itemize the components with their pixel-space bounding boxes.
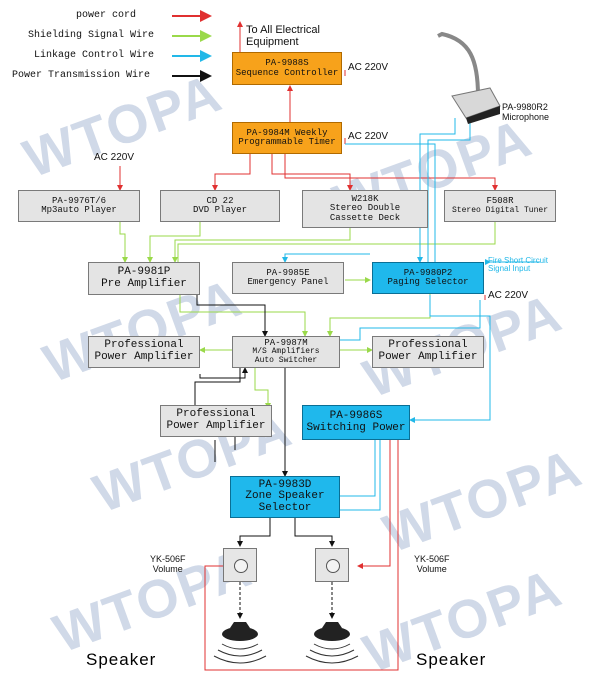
microphone-icon	[437, 31, 501, 124]
volume-control-right[interactable]	[315, 548, 349, 582]
ac-label: AC 220V	[488, 290, 529, 301]
speaker-icon	[213, 622, 267, 664]
legend-transmission: Power Transmission Wire	[12, 70, 151, 81]
speaker-label: Speaker	[86, 650, 157, 669]
ac-label: AC 220V	[94, 152, 135, 163]
volume-control-left[interactable]	[223, 548, 257, 582]
ac-label: AC 220V	[348, 131, 389, 142]
ac-label: AC 220V	[348, 62, 389, 73]
speaker-label: Speaker	[416, 650, 487, 669]
legend-signal: Shielding Signal Wire	[28, 30, 155, 41]
knob-icon	[234, 559, 248, 573]
speaker-icon	[305, 622, 359, 664]
legend-power: power cord	[76, 10, 137, 21]
legend-control: Linkage Control Wire	[34, 50, 155, 61]
knob-icon	[326, 559, 340, 573]
